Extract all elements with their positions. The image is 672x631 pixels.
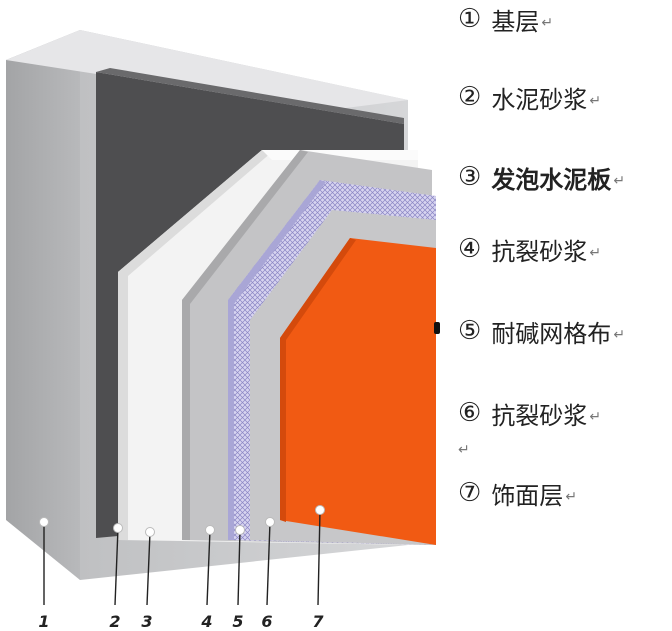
legend-number: ③	[458, 162, 482, 192]
return-mark: ↵	[589, 93, 602, 109]
legend-text: 发泡水泥板	[491, 165, 612, 194]
return-mark: ↵	[613, 173, 626, 189]
layer-number-4: 4	[201, 612, 213, 631]
legend-text: 饰面层	[491, 481, 564, 510]
return-mark: ↵	[589, 409, 602, 425]
legend-number: ④	[458, 234, 482, 264]
leader-dot-5	[235, 525, 245, 535]
legend-item-3: ③ 发泡水泥板 ↵	[458, 160, 625, 194]
leader-dot-6	[265, 517, 275, 527]
leader-lines	[43, 509, 321, 606]
layer-cement-mortar	[96, 68, 404, 538]
layer-number-5: 5	[232, 612, 244, 631]
legend-text: 水泥砂浆	[491, 85, 588, 114]
leader-dot-3	[145, 527, 155, 537]
return-mark: ↵	[613, 327, 626, 343]
legend-item-4: ④ 抗裂砂浆 ↵	[458, 232, 601, 266]
legend-number: ⑥	[458, 398, 482, 428]
layer-number-1: 1	[38, 612, 50, 631]
return-mark: ↵	[589, 245, 602, 261]
return-mark: ↵	[565, 489, 578, 505]
return-mark-standalone: ↵	[458, 442, 470, 458]
legend-text: 抗裂砂浆	[491, 401, 588, 430]
layer-number-7: 7	[312, 612, 324, 631]
return-mark: ↵	[541, 15, 554, 31]
leader-dot-1	[39, 517, 49, 527]
leader-dot-4	[205, 525, 215, 535]
legend-text: 抗裂砂浆	[491, 237, 588, 266]
legend-item-7: ⑦ 饰面层 ↵	[458, 476, 577, 510]
edge-marker	[434, 322, 440, 334]
legend-text: 基层	[491, 7, 540, 36]
legend-item-6: ⑥ 抗裂砂浆 ↵	[458, 396, 601, 430]
layer-finish	[280, 238, 436, 545]
layer-number-6: 6	[261, 612, 273, 631]
leader-dot-2	[113, 523, 123, 533]
legend-text: 耐碱网格布	[491, 319, 612, 348]
legend-number: ⑤	[458, 316, 482, 346]
legend-number: ②	[458, 82, 482, 112]
legend-item-2: ② 水泥砂浆 ↵	[458, 80, 601, 114]
legend-number: ⑦	[458, 478, 482, 508]
layer-number-3: 3	[141, 612, 153, 631]
legend-item-5: ⑤ 耐碱网格布 ↵	[458, 314, 625, 348]
leader-dot-7	[315, 505, 325, 515]
legend-item-1: ① 基层 ↵	[458, 2, 553, 36]
layer-number-2: 2	[109, 612, 121, 631]
legend-number: ①	[458, 4, 482, 34]
